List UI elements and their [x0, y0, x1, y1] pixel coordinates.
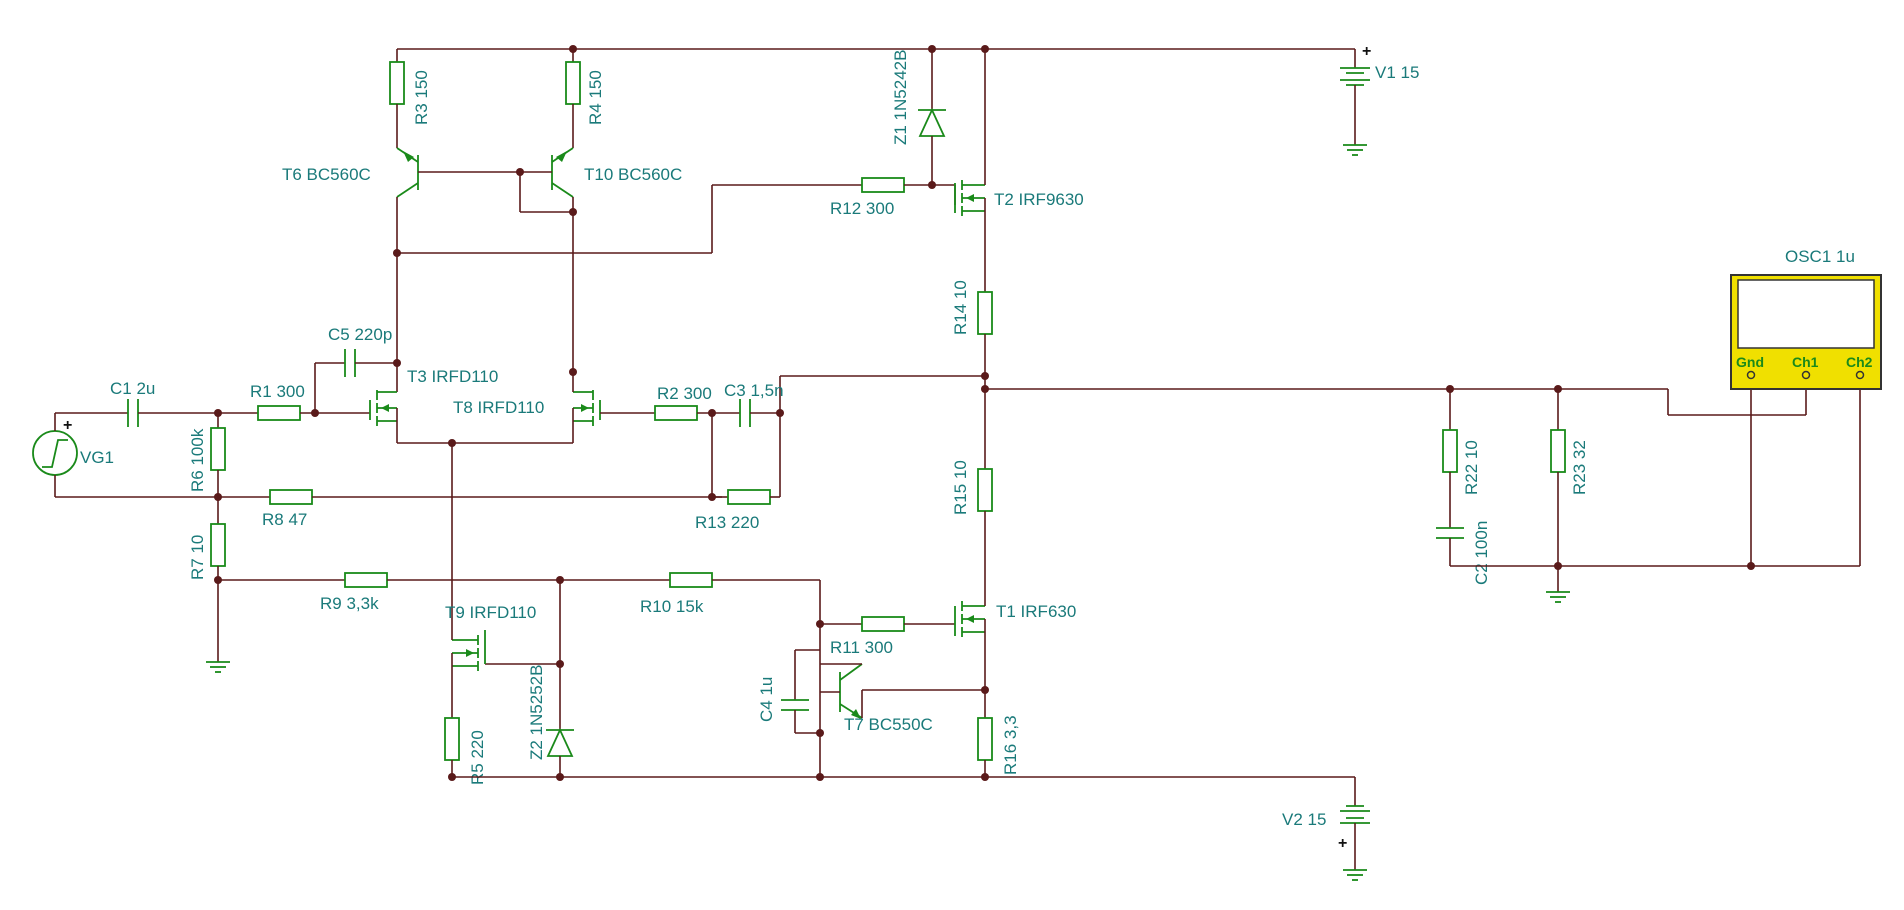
- label-t1: T1 IRF630: [996, 602, 1076, 621]
- label-r2: R2 300: [657, 384, 712, 403]
- signal-source-vg1[interactable]: +: [32, 413, 78, 497]
- label-r12: R12 300: [830, 199, 894, 218]
- label-v1: V1 15: [1375, 63, 1419, 82]
- label-vg1: VG1: [80, 448, 114, 467]
- label-c1: C1 2u: [110, 379, 155, 398]
- label-t8: T8 IRFD110: [453, 398, 544, 417]
- osc-gnd-label: Gnd: [1736, 354, 1764, 370]
- label-r22: R22 10: [1462, 440, 1481, 495]
- resistor-r16[interactable]: [977, 717, 993, 777]
- tail-wires: [397, 442, 573, 634]
- resistor-r12[interactable]: [861, 177, 955, 193]
- battery-v1-plus: +: [1362, 43, 1371, 60]
- load-ground-wires: [1450, 375, 1861, 592]
- label-z2: Z2 1N5252B: [527, 665, 546, 760]
- resistor-r3[interactable]: [389, 49, 405, 148]
- capacitor-c4[interactable]: [781, 649, 820, 734]
- label-z1: Z1 1N5242B: [891, 50, 910, 145]
- label-r4: R4 150: [586, 70, 605, 125]
- resistor-r2[interactable]: [654, 405, 740, 421]
- label-r3: R3 150: [412, 70, 431, 125]
- label-t10: T10 BC560C: [584, 165, 682, 184]
- resistor-r22[interactable]: [1442, 389, 1458, 528]
- label-t7: T7 BC550C: [844, 715, 933, 734]
- osc-ch1-label: Ch1: [1792, 354, 1819, 370]
- label-t6: T6 BC560C: [282, 165, 371, 184]
- label-r15: R15 10: [951, 460, 970, 515]
- resistor-r6[interactable]: [210, 413, 226, 524]
- mosfet-t1[interactable]: [954, 596, 986, 718]
- resistor-r14[interactable]: [977, 291, 993, 376]
- ground-symbol: [1343, 869, 1367, 881]
- battery-v2[interactable]: +: [1338, 777, 1370, 870]
- mosfet-t9[interactable]: [451, 630, 560, 718]
- ground-symbol: [1343, 144, 1367, 156]
- ground-symbol: [1546, 591, 1570, 603]
- resistor-r7[interactable]: [210, 523, 226, 662]
- junction-dots: [214, 45, 1755, 781]
- transistor-t10[interactable]: [551, 147, 574, 372]
- label-t9: T9 IRFD110: [445, 603, 536, 622]
- resistor-r23[interactable]: [1550, 389, 1566, 566]
- vg1-plus: +: [63, 417, 72, 434]
- resistor-r4[interactable]: [565, 49, 581, 148]
- label-r9: R9 3,3k: [320, 594, 379, 613]
- label-r23: R23 32: [1570, 440, 1589, 495]
- label-t3: T3 IRFD110: [407, 367, 498, 386]
- label-r14: R14 10: [951, 280, 970, 335]
- battery-v2-plus: +: [1338, 835, 1347, 852]
- resistor-r11[interactable]: [820, 616, 955, 632]
- capacitor-c1[interactable]: [55, 399, 258, 427]
- label-r5: R5 220: [468, 730, 487, 785]
- resistor-r8[interactable]: [55, 489, 722, 505]
- battery-v1[interactable]: +: [1340, 43, 1371, 145]
- label-c2: C2 100n: [1472, 521, 1491, 585]
- current-mirror-wires: [397, 171, 862, 254]
- oscilloscope-title: OSC1 1u: [1785, 247, 1855, 266]
- zener-z1[interactable]: [918, 49, 946, 185]
- capacitor-c3[interactable]: [739, 399, 780, 427]
- mosfet-t3[interactable]: [369, 253, 398, 443]
- label-r10: R10 15k: [640, 597, 704, 616]
- label-c5: C5 220p: [328, 325, 392, 344]
- label-r11: R11 300: [830, 638, 893, 657]
- osc-ch2-label: Ch2: [1846, 354, 1873, 370]
- resistor-r13[interactable]: [712, 489, 780, 505]
- capacitor-c5[interactable]: [314, 349, 397, 413]
- resistor-r10[interactable]: [669, 572, 821, 777]
- label-r13: R13 220: [695, 513, 759, 532]
- ground-symbol: [206, 661, 230, 673]
- transistor-t6[interactable]: [396, 147, 419, 250]
- resistor-r5[interactable]: [444, 717, 460, 777]
- label-r1: R1 300: [250, 382, 305, 401]
- label-v2: V2 15: [1282, 810, 1326, 829]
- label-r7: R7 10: [188, 535, 207, 580]
- resistor-r9[interactable]: [218, 572, 670, 588]
- label-r16: R16 3,3: [1001, 715, 1020, 775]
- resistor-r15[interactable]: [977, 468, 993, 596]
- output-wires: [779, 375, 1807, 497]
- label-r8: R8 47: [262, 510, 307, 529]
- capacitor-c2[interactable]: [1436, 527, 1464, 566]
- mosfet-t2[interactable]: [954, 49, 986, 292]
- oscilloscope-osc1[interactable]: Gnd Ch1 Ch2: [1730, 274, 1882, 390]
- mosfet-t8[interactable]: [572, 372, 655, 443]
- label-c3: C3 1,5n: [724, 381, 784, 400]
- zener-z2[interactable]: [546, 580, 574, 777]
- label-t2: T2 IRF9630: [994, 190, 1084, 209]
- transistor-t7[interactable]: [820, 663, 985, 719]
- label-r6: R6 100k: [188, 428, 207, 492]
- label-c4: C4 1u: [757, 677, 776, 722]
